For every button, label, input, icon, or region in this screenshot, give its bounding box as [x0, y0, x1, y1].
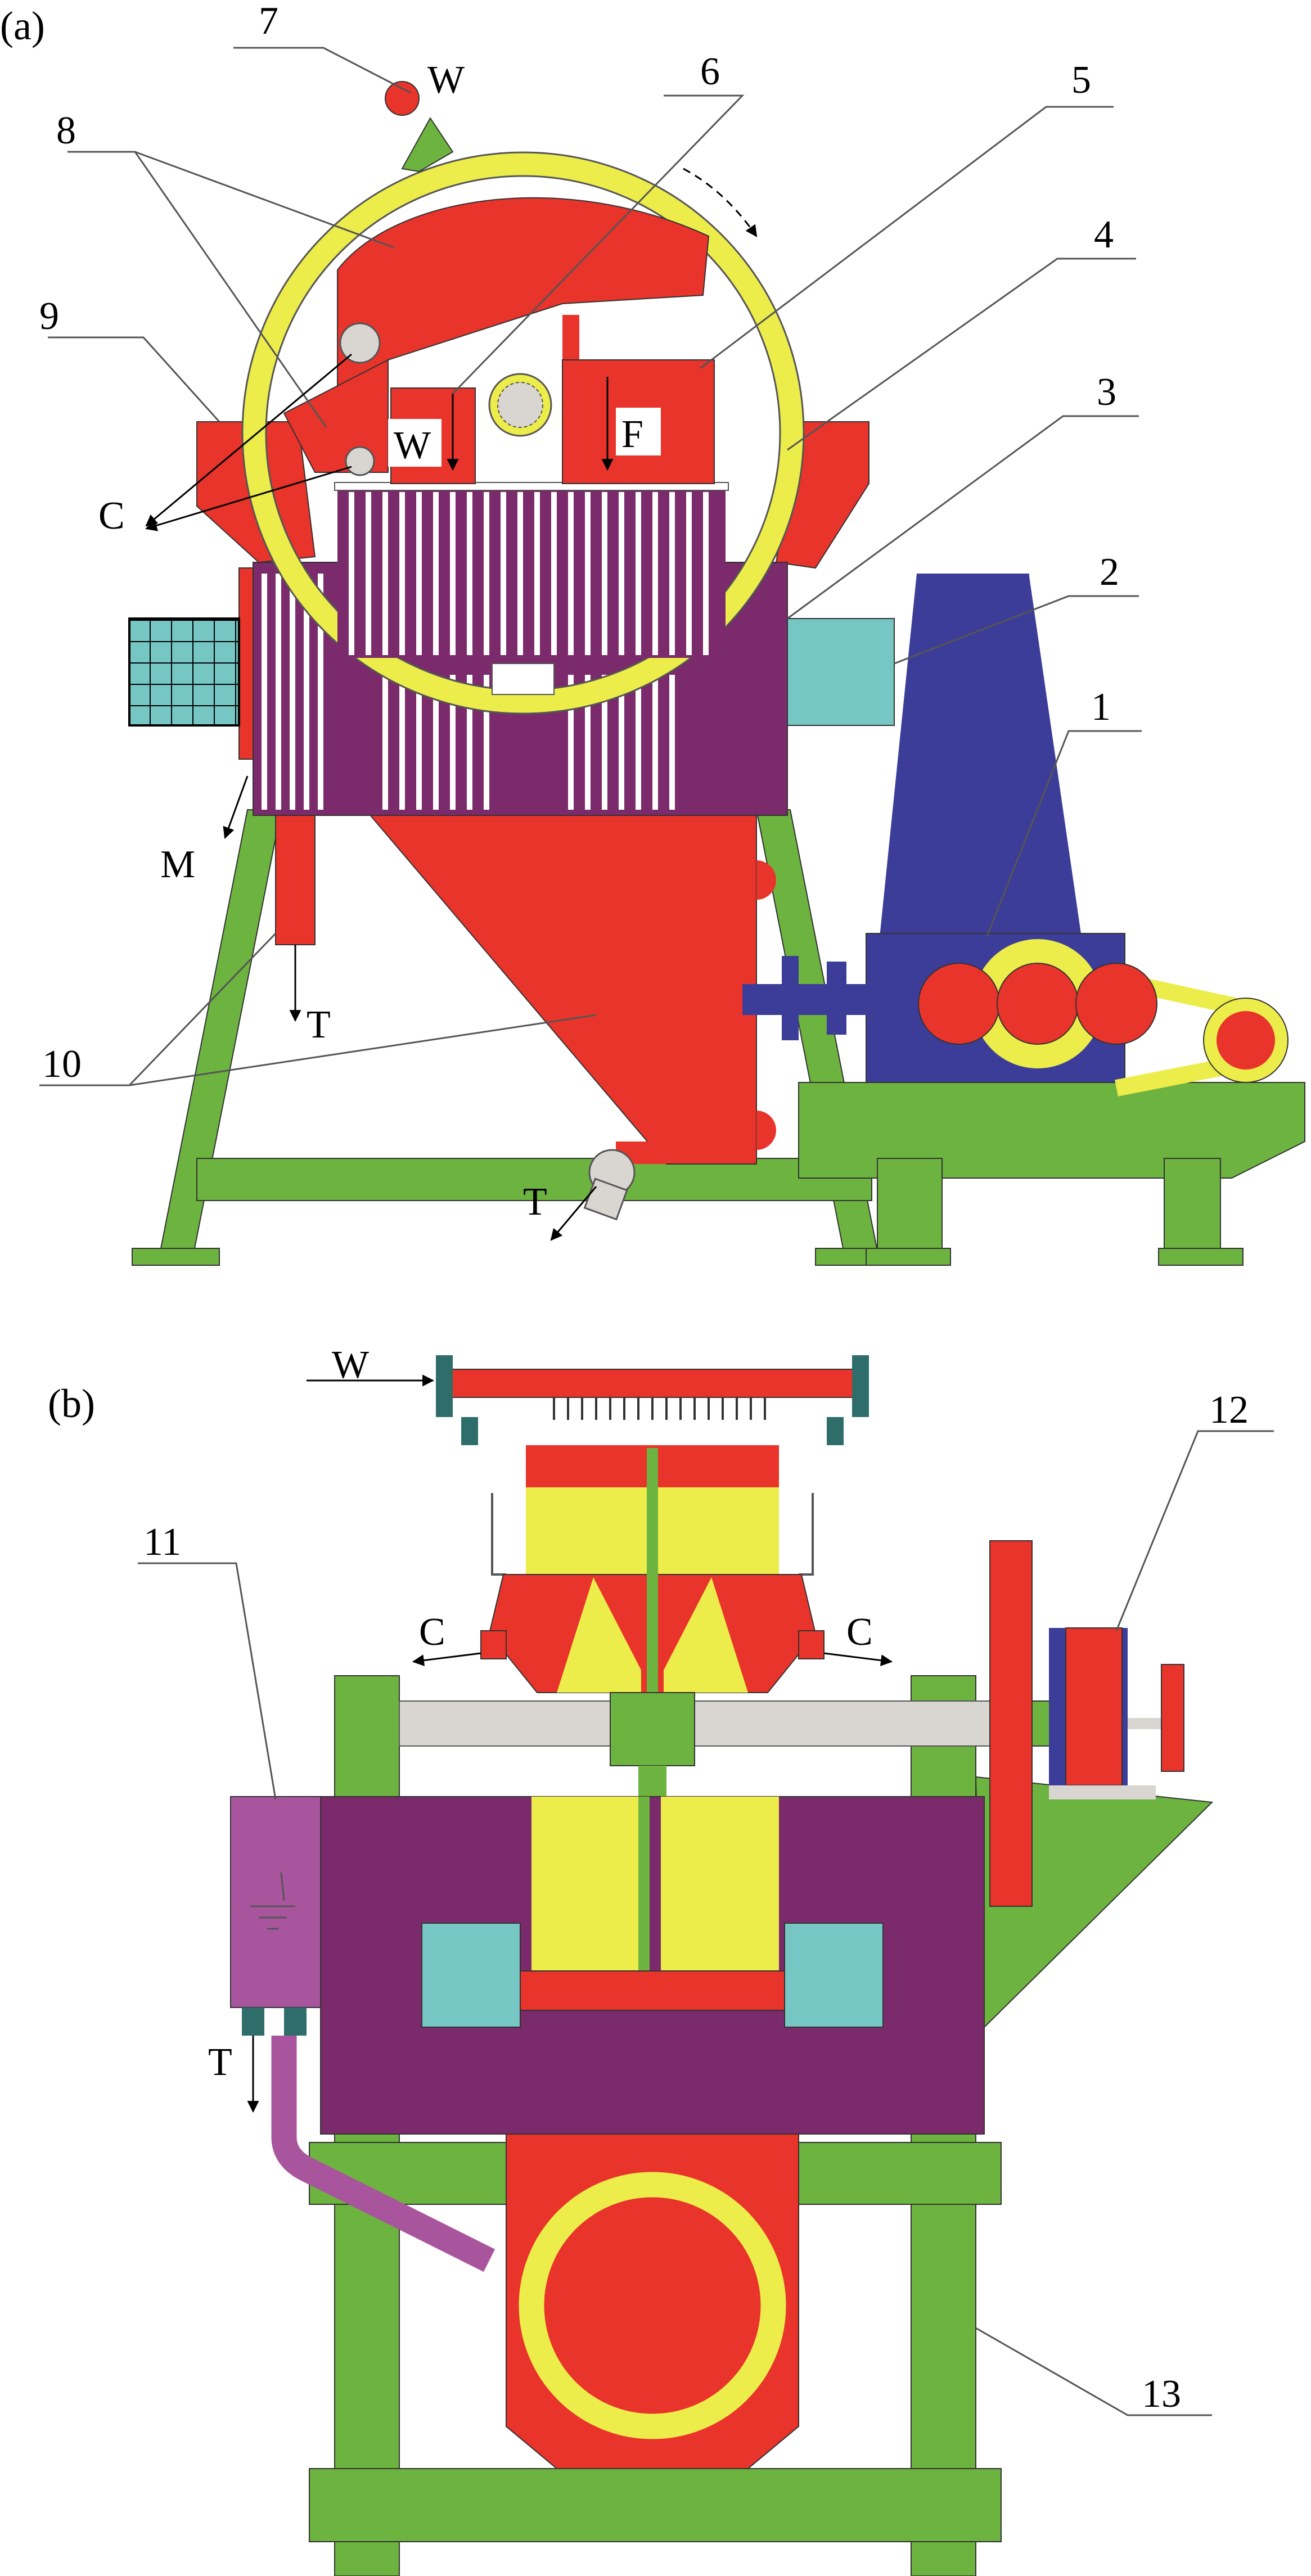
drive-pulley [989, 1540, 1184, 1907]
callout-1: 1 [1091, 685, 1111, 729]
feed-label-bg [616, 408, 661, 455]
panel-b: (b) W 11 12 13 C C T [48, 1343, 1274, 2576]
flow-water-top: W [427, 58, 465, 102]
rinse-nozzle-lower [345, 446, 375, 476]
callout-8: 8 [56, 109, 76, 152]
panel-a: (a) 7 8 6 5 4 9 3 2 1 10 W C W F M T T [0, 0, 1305, 1266]
ring-section-top [480, 1445, 825, 1701]
concentrate-hopper [283, 197, 710, 473]
callout-3: 3 [1097, 371, 1116, 414]
flow-tailings-bottom: T [523, 1180, 547, 1224]
flow-arrows-a [145, 353, 614, 1241]
callout-10: 10 [42, 1043, 82, 1086]
cooling-box-right [787, 618, 895, 726]
water-label-bg [388, 419, 441, 467]
ring-shaft [488, 373, 552, 437]
callout-2: 2 [1100, 551, 1119, 594]
flow-middlings: M [160, 843, 195, 886]
flow-water-inside: W [394, 424, 431, 467]
callout-9: 9 [39, 295, 59, 338]
support-frame-a [132, 809, 903, 1266]
callout-7: 7 [259, 0, 278, 43]
callout-leaders-a [39, 47, 1142, 1086]
coil-grid-left [128, 617, 240, 727]
water-distributor [436, 1355, 869, 1445]
tailings-pipe-left [275, 809, 316, 945]
flow-concentrate-right: C [846, 1610, 873, 1654]
callout-6: 6 [700, 50, 720, 93]
bottom-hopper [506, 2133, 799, 2469]
discharge-valve [583, 1149, 636, 1221]
callout-13: 13 [1142, 2372, 1181, 2416]
flow-arrows-b [247, 1374, 893, 2113]
flow-tailings-left: T [307, 1003, 331, 1046]
flow-concentrate-left: C [419, 1610, 445, 1654]
rotating-ring [241, 151, 805, 715]
rinse-nozzle-upper [339, 322, 381, 364]
flow-concentrate-a: C [98, 494, 125, 538]
rotation-arrow [683, 168, 758, 237]
top-water-nozzle [385, 81, 454, 173]
flow-tailings-b: T [208, 2041, 232, 2084]
magnetic-matrix [334, 482, 729, 658]
flow-feed: F [621, 413, 643, 456]
callout-5: 5 [1071, 58, 1091, 102]
magnet-box-b [320, 1796, 985, 2135]
ring-window [492, 663, 555, 695]
tailings-tank [230, 1796, 495, 2272]
callout-leaders-b [138, 1430, 1274, 2416]
callout-11: 11 [143, 1521, 181, 1564]
panel-b-tag: (b) [48, 1381, 95, 1426]
callout-12: 12 [1209, 1388, 1249, 1432]
motor-base [798, 1082, 1305, 1266]
callout-4: 4 [1094, 213, 1114, 256]
flow-water-b: W [332, 1343, 369, 1387]
tailings-hopper [364, 809, 776, 1221]
drive-unit [742, 574, 1289, 1097]
panel-a-tag: (a) [0, 3, 45, 48]
